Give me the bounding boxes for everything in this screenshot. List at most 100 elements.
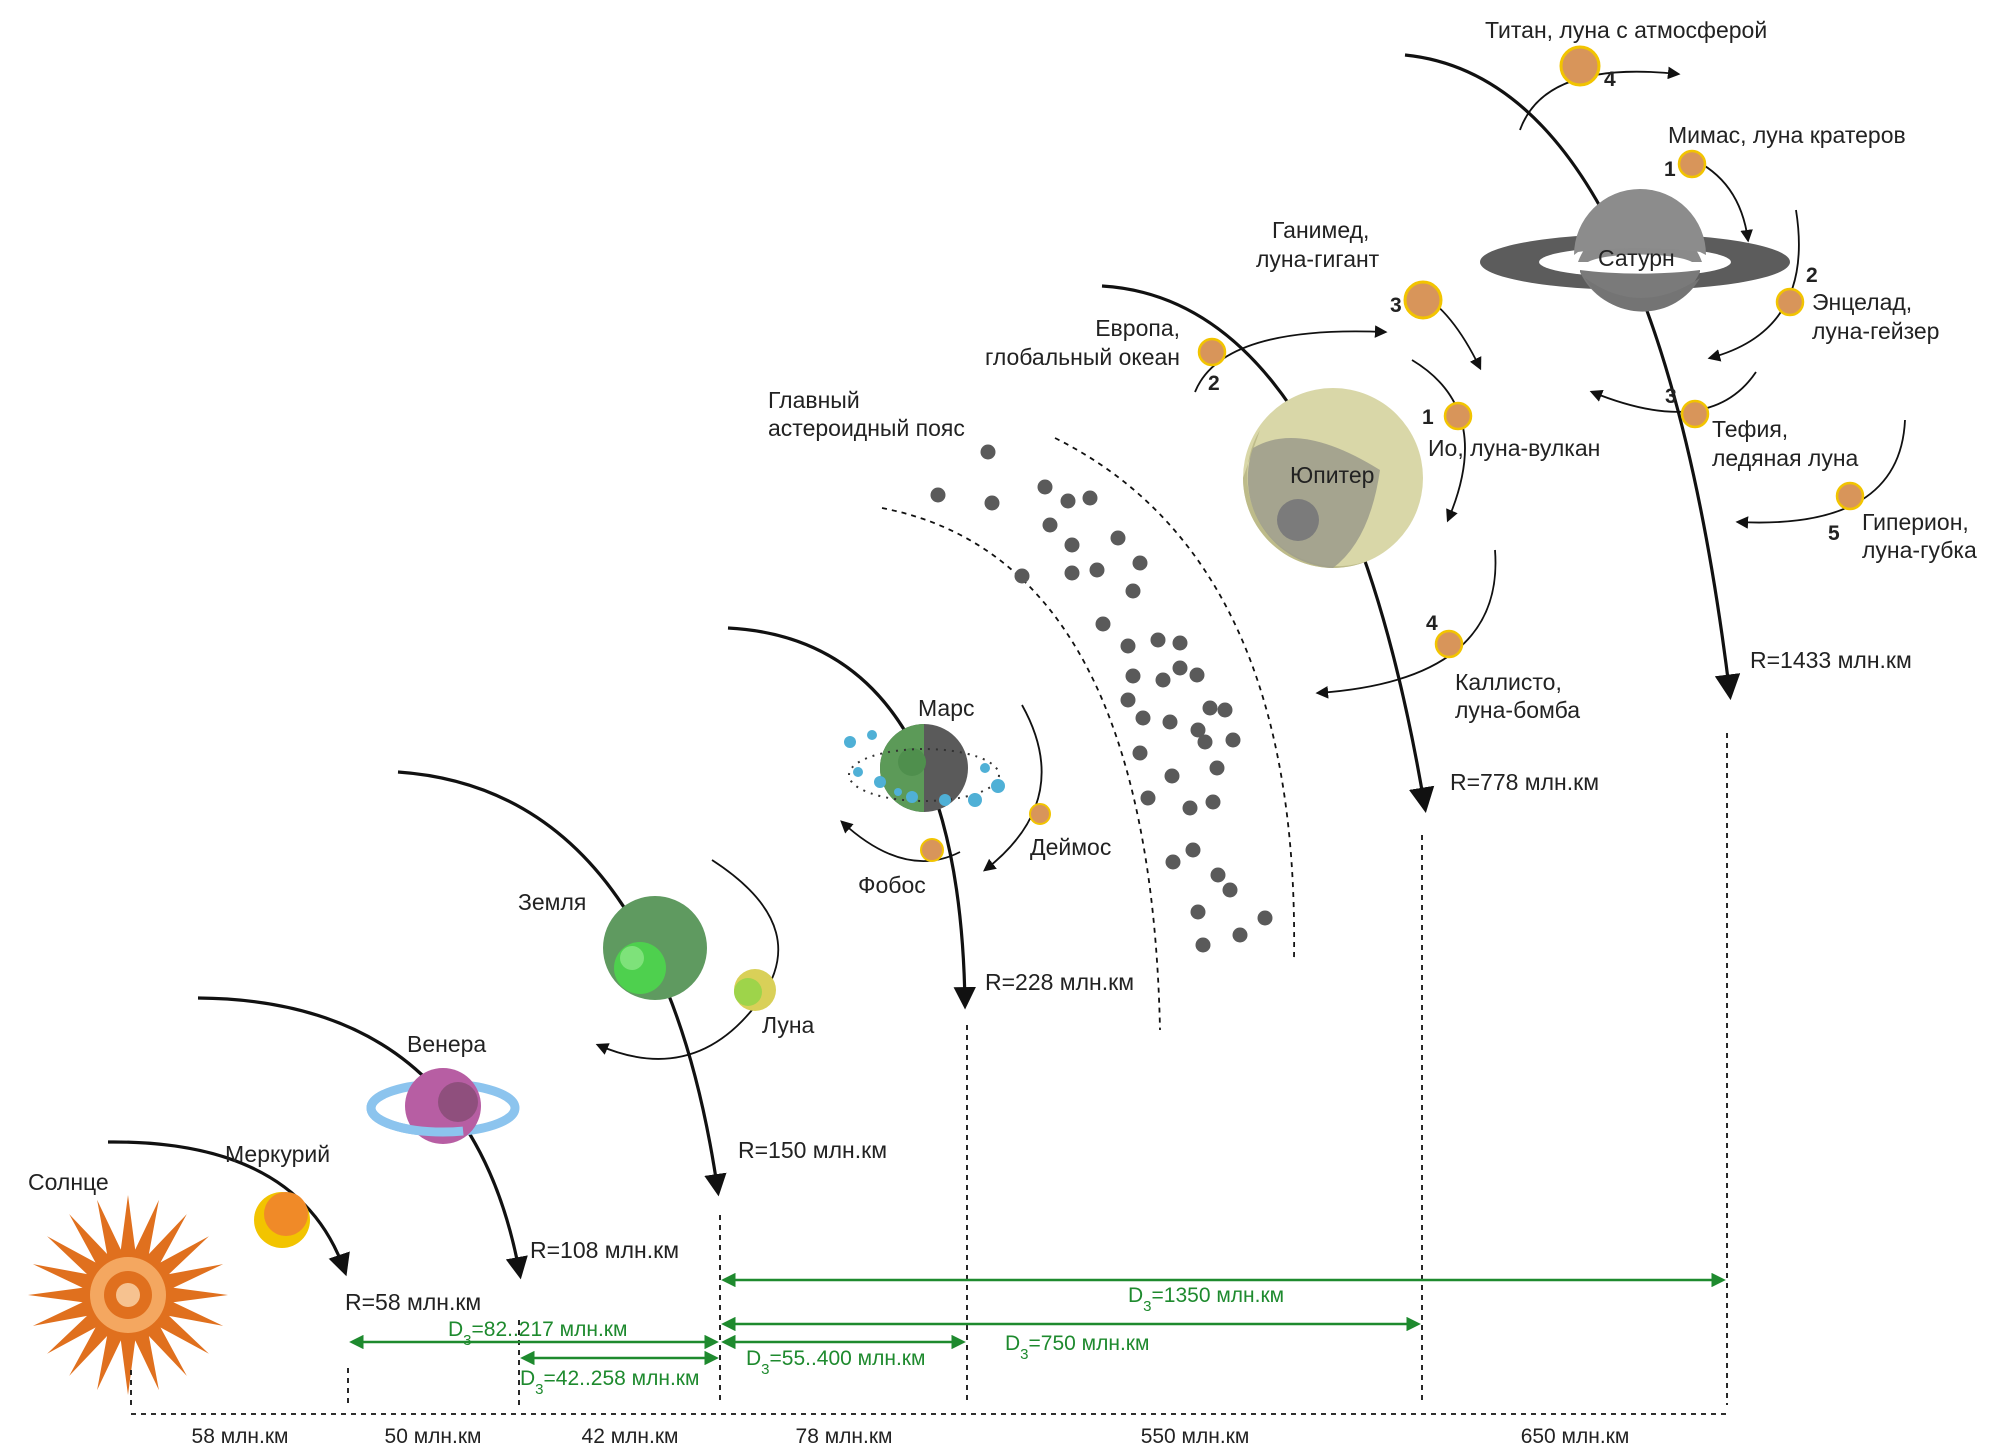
titan-label: Титан, луна с атмосферой (1485, 17, 1767, 43)
asteroid (1125, 583, 1141, 599)
asteroid (1064, 537, 1080, 553)
asteroid (1095, 616, 1111, 632)
venus-radius: R=108 млн.км (530, 1237, 679, 1263)
enceladus-label-line2: луна-гейзер (1812, 318, 1939, 344)
mimas-body (1677, 149, 1707, 179)
venus-label: Венера (407, 1031, 486, 1057)
asteroid (1185, 842, 1201, 858)
earth-planet (603, 896, 707, 1000)
callisto-body (1434, 629, 1464, 659)
ganymede-number: 3 (1390, 294, 1402, 317)
saturn-planet (1480, 189, 1790, 312)
mars-label: Марс (918, 695, 975, 721)
mimas-number: 1 (1664, 158, 1676, 181)
asteroid (1222, 882, 1238, 898)
enceladus-body (1775, 287, 1805, 317)
mercury-radius: R=58 млн.км (345, 1289, 481, 1315)
asteroid (1197, 734, 1213, 750)
mercury-orbit (107, 1140, 350, 1277)
asteroid (1257, 910, 1273, 926)
sun (28, 1195, 228, 1395)
hyperion-label-line2: луна-губка (1862, 537, 1977, 563)
asteroid (1120, 638, 1136, 654)
europa-orbit (1194, 325, 1388, 393)
phobos-label: Фобос (858, 872, 926, 898)
mars-moonlet-ring (844, 730, 1005, 807)
transfer-label-3: D3=55..400 млн.км (746, 1347, 925, 1378)
jupiter-planet (1243, 388, 1423, 568)
asteroid (1089, 562, 1105, 578)
asteroid-belt-label-line2: астероидный пояс (768, 415, 965, 441)
asteroid-field (930, 444, 1273, 953)
asteroid (1162, 714, 1178, 730)
mercury-planet (254, 1192, 310, 1248)
ganymede-label-line2: луна-гигант (1256, 246, 1380, 272)
saturn-radius: R=1433 млн.км (1750, 647, 1912, 673)
venus-planet (366, 1068, 520, 1144)
deimos-body (1029, 803, 1051, 825)
asteroid (1125, 668, 1141, 684)
moon-label: Луна (762, 1012, 815, 1038)
saturn-label: Сатурн (1598, 245, 1675, 271)
asteroid (1209, 760, 1225, 776)
saturn-orbit (1404, 53, 1741, 701)
asteroid (1165, 854, 1181, 870)
titan-number: 4 (1604, 68, 1616, 91)
callisto-label-line1: Каллисто, (1455, 669, 1562, 695)
phobos-orbit (840, 820, 961, 863)
mars-planet (880, 724, 968, 812)
mimas-label: Мимас, луна кратеров (1668, 122, 1906, 148)
gap-mars-jupiter: 550 млн.км (1141, 1425, 1250, 1448)
earth-orbit (397, 770, 727, 1197)
asteroid (1189, 667, 1205, 683)
ganymede-label-line1: Ганимед, (1272, 217, 1369, 243)
asteroid (1195, 937, 1211, 953)
asteroid (1182, 800, 1198, 816)
asteroid (1155, 672, 1171, 688)
transfer-label-4: D3=750 млн.км (1005, 1332, 1149, 1363)
hyperion-number: 5 (1828, 522, 1840, 545)
callisto-label-line2: луна-бомба (1455, 697, 1580, 723)
asteroid (1232, 927, 1248, 943)
transfer-label-1: D3=82..217 млн.км (448, 1318, 627, 1349)
asteroid (1140, 790, 1156, 806)
asteroid (1064, 565, 1080, 581)
transfer-label-2: D3=42..258 млн.км (520, 1367, 699, 1398)
mercury-label: Меркурий (225, 1141, 330, 1167)
asteroid (1190, 904, 1206, 920)
asteroid (1014, 568, 1030, 584)
earth-label: Земля (518, 889, 586, 915)
tethys-number: 3 (1665, 385, 1677, 408)
asteroid (1225, 732, 1241, 748)
io-label: Ио, луна-вулкан (1428, 435, 1600, 461)
asteroid (1132, 745, 1148, 761)
europa-label-line2: глобальный океан (985, 344, 1180, 370)
jupiter-radius: R=778 млн.км (1450, 769, 1599, 795)
deimos-orbit (983, 704, 1043, 872)
asteroid (1150, 632, 1166, 648)
tethys-body (1680, 399, 1710, 429)
europa-number: 2 (1208, 372, 1220, 395)
europa-body (1197, 337, 1227, 367)
asteroid (1172, 660, 1188, 676)
asteroid (1132, 555, 1148, 571)
asteroid (1202, 700, 1218, 716)
asteroid (1120, 692, 1136, 708)
asteroid-belt-inner-boundary (881, 507, 1161, 1031)
asteroid (984, 495, 1000, 511)
hyperion-body (1835, 481, 1865, 511)
asteroid (1217, 702, 1233, 718)
sun-label: Солнце (28, 1169, 109, 1195)
asteroid (1190, 722, 1206, 738)
asteroid (1110, 530, 1126, 546)
deimos-label: Деймос (1030, 834, 1111, 860)
asteroid (1135, 710, 1151, 726)
asteroid (980, 444, 996, 460)
gap-earth-mars: 78 млн.км (796, 1425, 893, 1448)
ganymede-body (1403, 280, 1443, 320)
asteroid (930, 487, 946, 503)
gap-sun-mercury: 58 млн.км (192, 1425, 289, 1448)
europa-label-line1: Европа, (1095, 315, 1180, 341)
asteroid (1164, 768, 1180, 784)
